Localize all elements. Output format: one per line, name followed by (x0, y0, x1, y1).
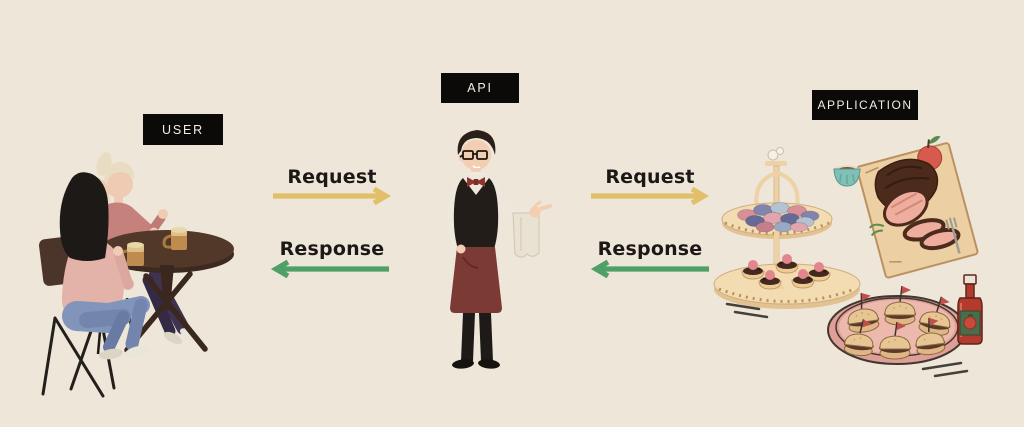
application-label: APPLICATION (817, 98, 913, 112)
pointing-hand (529, 200, 552, 218)
roast-meat (874, 158, 961, 251)
glasses-icon (459, 150, 488, 160)
customer-dark-hair (38, 172, 150, 398)
bow-tie-icon (467, 177, 485, 187)
sauce-bottle-icon (957, 274, 983, 345)
tarts (741, 254, 831, 290)
waiter-illustration (445, 130, 552, 369)
dessert-stand-icon (713, 147, 861, 319)
macarons (737, 202, 820, 233)
hair (457, 130, 496, 155)
motion-lines (725, 302, 769, 319)
response-arrow-left-icon (270, 260, 389, 278)
beer-mug-icon (162, 227, 187, 250)
vest (453, 178, 499, 249)
user-label: USER (162, 122, 204, 137)
request-arrow-right-icon (591, 187, 710, 205)
sliders (843, 285, 951, 360)
cutting-board-icon (856, 135, 979, 279)
request-label-left: Request (287, 166, 377, 188)
motion-lines (921, 361, 969, 378)
food-illustration (713, 135, 983, 378)
towel-icon (512, 212, 540, 258)
response-label-left: Response (279, 238, 385, 260)
stand-finial (765, 147, 787, 166)
request-label-right: Request (605, 166, 695, 188)
request-arrow-left-icon (273, 187, 392, 205)
response-arrow-right-icon (590, 260, 709, 278)
apron (450, 247, 502, 313)
application-label-box: APPLICATION (812, 90, 918, 120)
api-label-box: API (441, 73, 519, 103)
fork-icon (945, 217, 961, 254)
user-label-box: USER (143, 114, 223, 145)
response-label-right: Response (597, 238, 703, 260)
api-label: API (467, 81, 493, 95)
burger-plate-icon (827, 285, 969, 378)
customers-illustration (38, 152, 234, 398)
teal-bowl-icon (833, 165, 861, 187)
